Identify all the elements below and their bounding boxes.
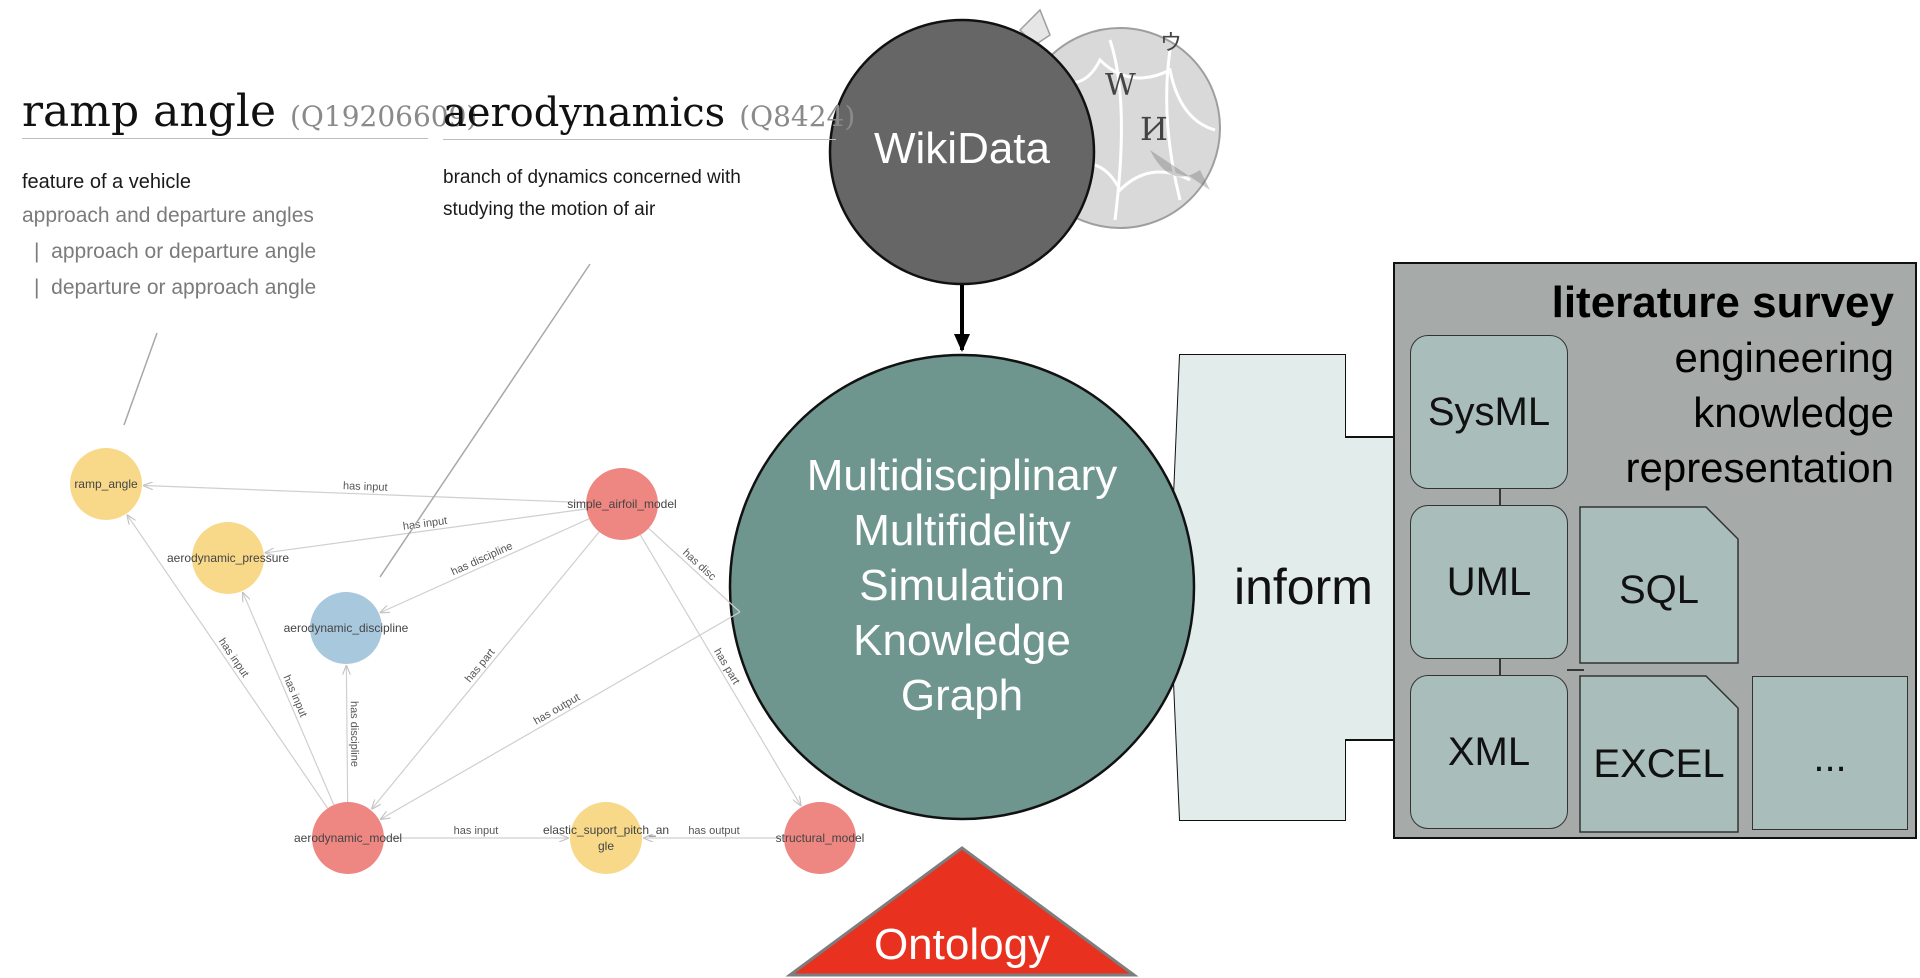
survey-subtitle-line: engineering <box>1674 334 1894 381</box>
survey-item-excel: EXCEL <box>1593 741 1725 786</box>
survey-title: literature survey <box>1551 278 1894 327</box>
graph-node-label: aerodynamic_model <box>294 831 402 845</box>
center-line: Simulation <box>859 561 1065 610</box>
entity-divider <box>443 139 836 140</box>
svg-text:W: W <box>1105 68 1136 103</box>
graph-node-structural-model <box>784 802 856 874</box>
graph-edge <box>372 531 600 809</box>
knowledge-graph-circle <box>728 353 1196 821</box>
alias-separator: | <box>34 240 40 263</box>
entity-qid: (Q8424) <box>739 100 856 133</box>
graph-node-label: simple_airfoil_model <box>567 497 676 511</box>
graph-edge-label: has disc <box>680 547 718 583</box>
wikidata-label: WikiData <box>873 124 1051 173</box>
graph-edge-label: has input <box>343 480 388 494</box>
ontology-arrow <box>785 846 1139 977</box>
graph-node-label: structural_model <box>776 831 865 845</box>
entity-divider <box>22 138 428 139</box>
entity-description: branch of dynamics concerned with studyi… <box>443 162 741 226</box>
graph-edge-label: has output <box>532 691 582 727</box>
graph-edge-label: has input <box>216 636 251 680</box>
graph-node-aerodynamic-model <box>312 802 384 874</box>
graph-node-label: aerodynamic_discipline <box>284 621 409 635</box>
survey-subtitle: engineering knowledge representation <box>1625 330 1894 495</box>
svg-text:ウ: ウ <box>1160 31 1182 56</box>
graph-node-aerodynamic-pressure <box>192 522 264 594</box>
survey-item-xml: XML <box>1410 675 1568 829</box>
inform-label: inform <box>1234 559 1373 615</box>
graph-edge <box>648 527 741 613</box>
alias-text: approach or departure angle <box>51 240 317 263</box>
graph-node-label: ramp_angle <box>74 477 138 491</box>
graph-edge-label: has discipline <box>348 701 361 767</box>
survey-item-sysml: SysML <box>1410 335 1568 489</box>
graph-node-simple-airfoil-model <box>586 468 658 540</box>
survey-subtitle-line: knowledge <box>1693 389 1894 436</box>
graph-node-elastic-suport-pitch-angle <box>570 802 642 874</box>
description-line: branch of dynamics concerned with <box>443 167 741 188</box>
svg-text:И: И <box>1140 110 1168 148</box>
entity-ramp-angle-title: ramp angle (Q19206609) <box>22 86 477 137</box>
graph-edge <box>346 666 347 803</box>
entity-label: ramp angle <box>22 86 276 137</box>
graph-edge-label: has input <box>281 673 310 719</box>
entity-qid: (Q19206609) <box>290 100 478 133</box>
aerodynamics-pointer-line <box>379 263 591 578</box>
entity-alias-main: approach and departure angles <box>22 204 314 227</box>
graph-edge <box>243 593 335 806</box>
graph-edge <box>266 508 587 553</box>
description-line: studying the motion of air <box>443 199 656 220</box>
entity-alias-item: | departure or approach angle <box>22 270 316 306</box>
entity-aerodynamics-title: aerodynamics (Q8424) <box>443 90 855 136</box>
alias-separator: | <box>34 276 40 299</box>
graph-nodes: ramp_angle aerodynamic_pressure aerodynami… <box>70 448 864 874</box>
survey-item-more: ... <box>1752 676 1908 830</box>
graph-edge <box>127 515 329 809</box>
graph-edge-label: has input <box>454 825 499 837</box>
center-line: Multifidelity <box>853 506 1071 555</box>
graph-edge-label: has output <box>688 825 739 837</box>
center-line: Knowledge <box>853 616 1071 665</box>
graph-node-label: elastic_suport_pitch_an <box>543 823 669 837</box>
entity-alias-item: | approach or departure angle <box>22 234 316 270</box>
graph-edge <box>381 611 741 819</box>
ontology-label: Ontology <box>873 920 1051 969</box>
survey-item-excel-shape <box>1579 675 1739 833</box>
graph-edge-label: has discipline <box>449 540 514 578</box>
graph-edge-label: has part <box>463 647 498 685</box>
alias-text: departure or approach angle <box>51 276 317 299</box>
graph-edge-label: has input <box>402 515 448 533</box>
graph-node-ramp-angle <box>70 448 142 520</box>
graph-edge <box>144 485 587 504</box>
center-line: Graph <box>900 671 1024 720</box>
entity-label: aerodynamics <box>443 90 726 136</box>
graph-edge <box>639 534 800 805</box>
survey-item-sql-shape <box>1579 506 1739 664</box>
survey-item-uml: UML <box>1410 505 1568 659</box>
ramp-angle-pointer-line <box>123 332 158 426</box>
wikidata-circle <box>828 18 1096 286</box>
survey-item-sql: SQL <box>1618 567 1700 612</box>
graph-node-aerodynamic-discipline <box>310 592 382 664</box>
knowledge-graph-label: Multidisciplinary Multifidelity Simulati… <box>762 448 1162 723</box>
graph-node-label: gle <box>598 839 614 853</box>
survey-subtitle-line: representation <box>1625 444 1894 491</box>
center-line: Multidisciplinary <box>806 451 1118 500</box>
graph-node-label: aerodynamic_pressure <box>167 551 289 565</box>
graph-edge <box>381 518 590 613</box>
entity-description: feature of a vehicle <box>22 171 191 193</box>
